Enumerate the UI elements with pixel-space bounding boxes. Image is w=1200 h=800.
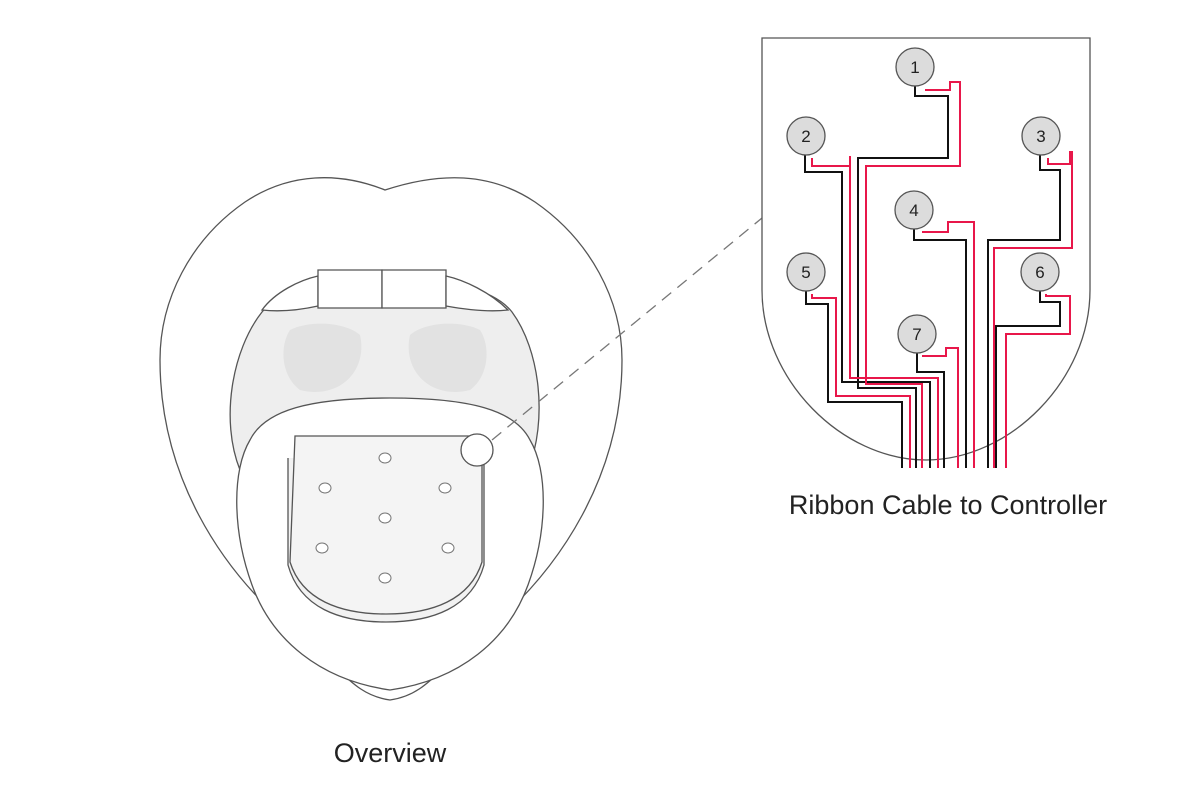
- wire-red-2: [811, 156, 939, 468]
- electrode-4-label: 4: [909, 201, 918, 220]
- electrode-2-label: 2: [801, 127, 810, 146]
- array-dot: [318, 482, 332, 494]
- wire-black-3: [987, 152, 1061, 468]
- electrode-7: 7: [897, 314, 937, 354]
- array-dot: [315, 542, 329, 554]
- overview-caption: Overview: [333, 738, 447, 768]
- electrode-1-label: 1: [910, 58, 919, 77]
- electrode-6-label: 6: [1035, 263, 1044, 282]
- electrode-markers: 1 2 3 4 5 6 7: [786, 47, 1061, 354]
- palate-right: [408, 323, 487, 392]
- wires-black: [804, 84, 1061, 468]
- wire-red-6: [1005, 294, 1071, 468]
- wire-red-1: [865, 81, 961, 468]
- palate-left: [283, 323, 362, 392]
- electrode-4: 4: [894, 190, 934, 230]
- ribbon-cable-caption: Ribbon Cable to Controller: [788, 490, 1108, 520]
- array-dot: [438, 482, 452, 494]
- electrode-1: 1: [895, 47, 935, 87]
- electrode-5: 5: [786, 252, 826, 292]
- array-dot: [378, 452, 392, 464]
- zoom-leader-line: [491, 217, 763, 441]
- electrode-array: [289, 435, 483, 615]
- electrode-5-label: 5: [801, 263, 810, 282]
- wire-red-3: [993, 151, 1073, 468]
- wire-red-4: [922, 221, 975, 468]
- zoom-spot: [460, 433, 494, 467]
- tooth-2: [381, 269, 447, 309]
- electrode-3-label: 3: [1036, 127, 1045, 146]
- array-dot: [441, 542, 455, 554]
- electrode-7-label: 7: [912, 325, 921, 344]
- wire-red-5: [811, 294, 911, 468]
- electrode-2: 2: [786, 116, 826, 156]
- wire-black-2: [804, 152, 931, 468]
- wire-black-4: [913, 226, 967, 468]
- wire-black-7: [916, 350, 945, 468]
- electrode-6: 6: [1020, 252, 1060, 292]
- wires-red: [811, 81, 1073, 468]
- tooth-3: [445, 275, 510, 312]
- wire-red-7: [922, 347, 959, 468]
- array-dot: [378, 512, 392, 524]
- mouth-illustration: [159, 177, 623, 701]
- wire-black-1: [857, 84, 949, 468]
- tooth-1: [317, 269, 383, 309]
- electrode-3: 3: [1021, 116, 1061, 156]
- wire-black-6: [995, 288, 1061, 468]
- zoom-panel: [761, 37, 1091, 461]
- wire-black-5: [805, 288, 903, 468]
- array-dot: [378, 572, 392, 584]
- array-electrodes: [315, 452, 455, 584]
